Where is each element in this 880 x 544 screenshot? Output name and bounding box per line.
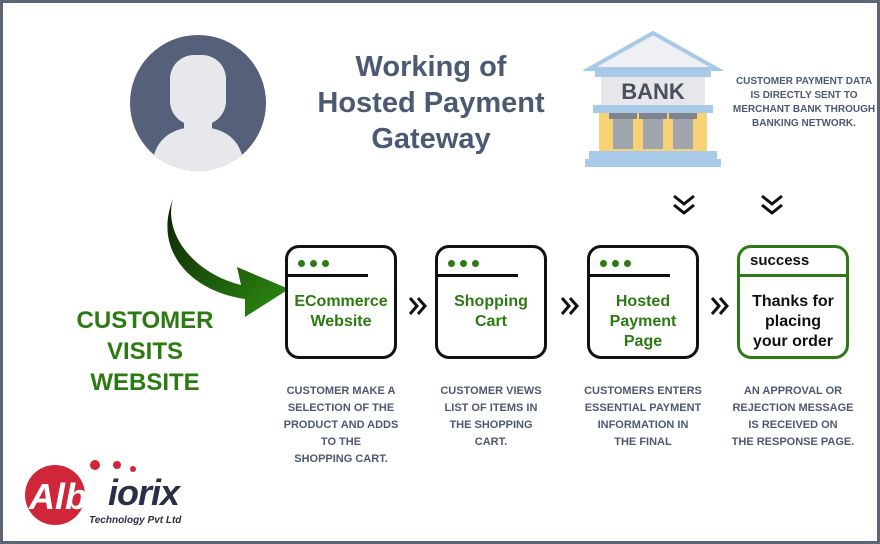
step-label-line: placing: [764, 313, 821, 330]
step-description: CUSTOMER MAKE A SELECTION OF THE PRODUCT…: [276, 383, 406, 468]
window-dots-icon: [448, 260, 479, 267]
desc-line: THE RESPONSE PAGE.: [731, 436, 855, 448]
desc-line: ESSENTIAL PAYMENT: [584, 402, 702, 414]
window-bar: [740, 274, 846, 277]
step-label: Thanks for placing your order: [740, 292, 846, 352]
success-label: success: [750, 252, 810, 269]
customer-label-line-2: VISITS: [106, 338, 184, 365]
step-label-line: Website: [310, 313, 372, 330]
desc-line: IS RECEIVED ON: [748, 419, 838, 431]
step-label: Shopping Cart: [438, 292, 544, 332]
bank-building-icon: BANK: [583, 31, 723, 167]
curved-arrow-icon: [167, 199, 289, 317]
desc-line: INFORMATION IN: [597, 419, 689, 431]
desc-line: AN APPROVAL OR: [743, 385, 843, 397]
step-label-line: Payment: [609, 313, 677, 330]
step-label-line: Thanks for: [752, 293, 834, 310]
window-dots-icon: [298, 260, 329, 267]
desc-line: CUSTOMERS ENTERS: [584, 385, 702, 397]
double-chevron-down-icon: [761, 194, 783, 215]
double-chevron-right-icon: [560, 297, 579, 315]
title-line-2: Hosted Payment: [317, 87, 545, 119]
step-label: Hosted Payment Page: [590, 292, 696, 352]
step-label: ECommerce Website: [288, 292, 394, 332]
step-success: success Thanks for placing your order: [737, 245, 849, 359]
step-label-line: Hosted: [615, 293, 671, 310]
desc-line: PRODUCT AND ADDS: [283, 419, 399, 431]
window-bar: [288, 274, 368, 277]
title-line-3: Gateway: [371, 123, 491, 155]
window-dots-icon: [600, 260, 631, 267]
desc-line: THE SHOPPING: [449, 419, 533, 431]
step-description: CUSTOMER VIEWS LIST OF ITEMS IN THE SHOP…: [426, 383, 556, 451]
desc-line: CART.: [474, 436, 508, 448]
bank-note: CUSTOMER PAYMENT DATA IS DIRECTLY SENT T…: [729, 75, 877, 131]
step-ecommerce-website: ECommerce Website: [285, 245, 397, 359]
albiorix-logo-icon: Alb: [25, 460, 136, 525]
desc-line: TO THE: [320, 436, 362, 448]
customer-visits-label: CUSTOMER VISITS WEBSITE: [55, 305, 235, 398]
desc-line: SELECTION OF THE: [287, 402, 395, 414]
step-description: CUSTOMERS ENTERS ESSENTIAL PAYMENT INFOR…: [578, 383, 708, 451]
title-line-1: Working of: [355, 51, 507, 83]
desc-line: LIST OF ITEMS IN: [444, 402, 538, 414]
bank-note-line-4: BANKING NETWORK.: [752, 118, 856, 129]
bank-note-line-3: MERCHANT BANK THROUGH: [732, 104, 876, 115]
window-bar: [438, 274, 518, 277]
bank-sign-text: BANK: [621, 79, 685, 104]
double-chevron-down-icon: [673, 194, 695, 215]
diagram-title: Working of Hosted Payment Gateway: [293, 49, 569, 157]
step-description: AN APPROVAL OR REJECTION MESSAGE IS RECE…: [728, 383, 858, 451]
step-label-line: Page: [623, 333, 663, 350]
svg-text:Alb: Alb: [28, 476, 87, 517]
desc-line: CUSTOMER MAKE A: [286, 385, 396, 397]
customer-label-line-1: CUSTOMER: [76, 307, 214, 334]
window-bar: [590, 274, 670, 277]
desc-line: CUSTOMER VIEWS: [440, 385, 542, 397]
double-chevron-right-icon: [710, 297, 729, 315]
step-label-line: ECommerce: [294, 293, 388, 310]
desc-line: SHOPPING CART.: [294, 453, 388, 465]
bank-note-line-1: CUSTOMER PAYMENT DATA: [735, 76, 873, 87]
double-chevron-right-icon: [408, 297, 427, 315]
user-avatar-icon: [130, 35, 266, 171]
step-hosted-payment-page: Hosted Payment Page: [587, 245, 699, 359]
desc-line: THE FINAL: [614, 436, 672, 448]
bank-note-line-2: IS DIRECTLY SENT TO: [750, 90, 858, 101]
customer-label-line-3: WEBSITE: [90, 369, 200, 396]
desc-line: REJECTION MESSAGE: [732, 402, 854, 414]
logo-subtitle: Technology Pvt Ltd: [89, 515, 182, 526]
step-label-line: Cart: [474, 313, 507, 330]
step-shopping-cart: Shopping Cart: [435, 245, 547, 359]
step-label-line: Shopping: [454, 293, 528, 310]
step-label-line: your order: [752, 333, 833, 350]
